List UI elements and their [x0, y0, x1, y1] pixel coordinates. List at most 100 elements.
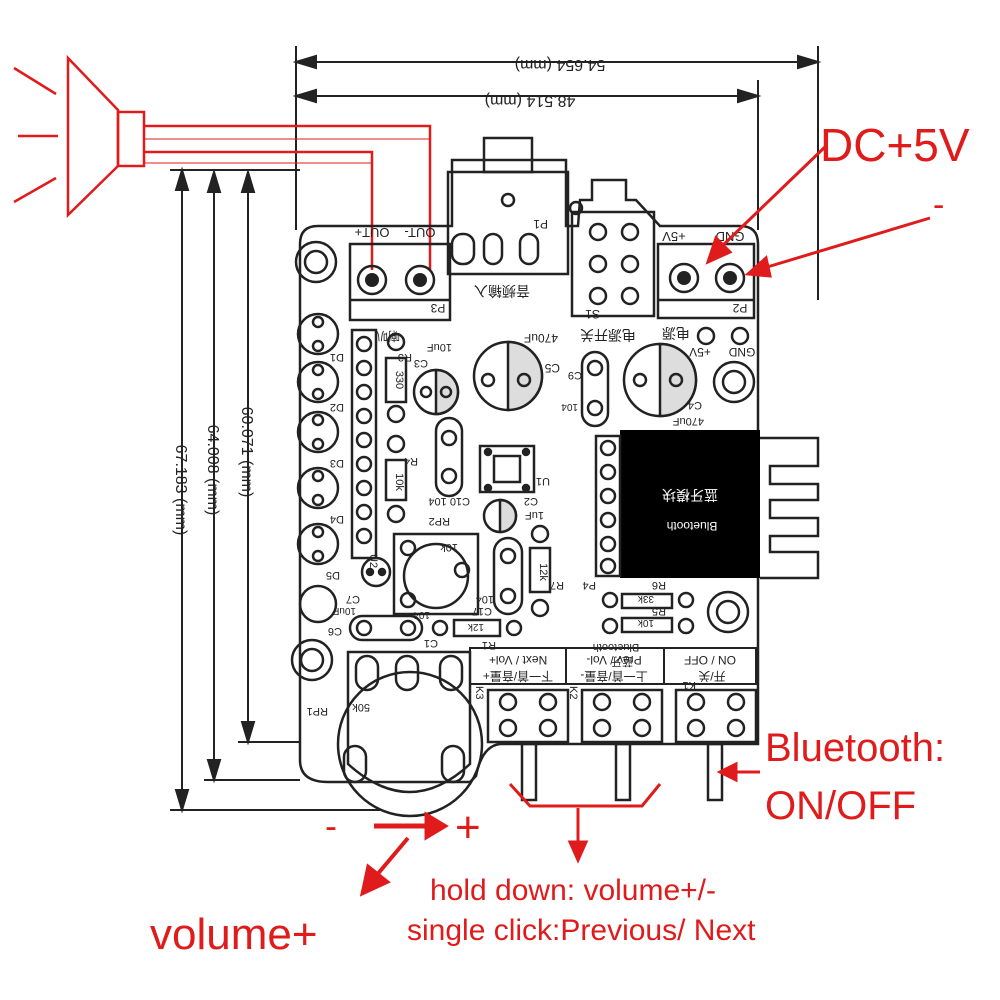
silk-audio-input: 音频输入 — [474, 283, 530, 299]
capacitor-c4 — [622, 342, 698, 418]
silk-c6: C6 — [328, 625, 342, 637]
silk-d1: D1 — [330, 351, 344, 363]
silk-k1: K1 — [683, 679, 696, 691]
silk-p3: P3 — [430, 301, 445, 315]
silk-c9-val: 104 — [561, 401, 578, 412]
silk-bt-label-cn: 蓝牙 — [611, 655, 633, 668]
bluetooth-antenna — [760, 436, 820, 580]
silk-r3: R3 — [398, 351, 412, 363]
capacitor-c10 — [434, 416, 464, 498]
resistor-r4 — [384, 434, 408, 524]
silk-r4: R4 — [404, 455, 418, 467]
dimension-lines-top — [292, 46, 822, 300]
volume-plus-label: volume+ — [150, 910, 318, 959]
silk-r3-val: 330 — [393, 371, 405, 389]
capacitor-c9 — [580, 350, 610, 428]
pcb-outline — [298, 158, 760, 784]
resistor-r3 — [384, 332, 408, 424]
p3-pin-2 — [413, 273, 427, 287]
silk-c1-val: 104 — [413, 609, 430, 620]
silk-out-plus: OUT+ — [354, 225, 389, 240]
silk-p2: P2 — [732, 301, 747, 315]
capacitor-c5 — [472, 340, 544, 412]
silk-c5-val: 470uF — [524, 331, 558, 345]
bluetooth-onoff-label: ON/OFF — [765, 784, 917, 828]
silk-rp1: RP1 — [307, 705, 328, 717]
silk-gnd-b: GND — [728, 345, 755, 359]
p2-pin-2 — [723, 271, 737, 285]
silk-r6-val: 33k — [637, 593, 654, 604]
silk-s1: S1 — [585, 307, 600, 321]
silk-bt-cn: 蓝牙模块 — [662, 487, 718, 503]
silk-out-minus: OUT- — [404, 225, 435, 240]
terminal-p2 — [656, 242, 756, 320]
silk-p1: P1 — [533, 217, 548, 231]
silk-c2-val: 1uF — [525, 509, 544, 521]
silk-d2: D2 — [330, 401, 344, 413]
switch-s1 — [568, 200, 656, 318]
p2-pin-1 — [677, 271, 691, 285]
silk-c2: C2 — [524, 495, 538, 507]
silk-k2: K2 — [567, 686, 579, 699]
potentiometer-rp1 — [336, 650, 484, 818]
silk-c17-val: 104 — [476, 593, 494, 605]
silk-c4: C4 — [688, 399, 702, 411]
silk-r4-val: 10k — [393, 473, 405, 491]
capacitor-c2 — [482, 498, 518, 534]
terminal-p3 — [348, 242, 452, 322]
silk-c3: C3 — [414, 357, 428, 369]
capacitor-c17 — [492, 536, 524, 616]
speaker-icon — [13, 54, 432, 270]
potentiometer-rp2 — [392, 532, 480, 616]
chip-u2 — [360, 556, 392, 588]
bluetooth-module — [620, 430, 760, 578]
silk-power-switch: 电源开关 — [580, 327, 636, 343]
silk-r7-val: 12k — [537, 563, 549, 581]
silk-c10: C10 104 — [428, 495, 470, 507]
silk-bt-en: Bluetooth — [667, 519, 718, 533]
dim-height-3: 60.071 (mm) — [238, 407, 255, 498]
power-pads — [696, 326, 750, 346]
silk-c7: C7 — [346, 593, 360, 605]
silk-u2: U2 — [367, 554, 379, 568]
silk-p4: P4 — [583, 579, 596, 591]
silk-rp2: RP2 — [429, 515, 450, 527]
capacitor-c3 — [412, 368, 460, 416]
silk-r1: R1 — [482, 639, 496, 651]
resistor-r6 — [601, 591, 695, 610]
audio-jack — [446, 136, 570, 276]
silk-prev: Prev / Vol- — [586, 653, 641, 667]
dim-width-total: 54.654 (mm) — [515, 56, 606, 73]
volume-minus-sign: - — [325, 805, 337, 846]
push-buttons — [486, 688, 758, 802]
silk-r1-val: 12k — [467, 621, 484, 632]
mounting-holes — [290, 240, 756, 682]
leds — [296, 312, 340, 624]
silk-c3-val: 10uF — [427, 341, 452, 353]
silk-r5-val: 10k — [637, 617, 654, 628]
chip-u1 — [478, 444, 536, 494]
silk-plus5v: +5V — [662, 229, 686, 244]
silk-rp2-val: 10k — [440, 541, 458, 553]
silk-on-off-cn: 开/关 — [698, 669, 725, 683]
dim-width-inner: 48.514 (mm) — [485, 92, 576, 109]
resistor-r1 — [431, 618, 523, 638]
capacitor-c6 — [348, 614, 424, 642]
silk-on-off: ON / OFF — [684, 653, 736, 667]
silk-next-cn: 下一首/音量+ — [483, 669, 553, 684]
silk-c5: C5 — [544, 361, 560, 375]
silk-horn: 喇叭 — [376, 329, 400, 344]
silk-c17: C17 — [472, 605, 492, 617]
silk-r7: R7 — [550, 579, 564, 591]
annotation-arrows — [359, 144, 931, 897]
dim-height-2: 64.008 (mm) — [204, 425, 221, 516]
negative-label: - — [933, 186, 945, 224]
silk-r6: R6 — [652, 579, 666, 591]
p3-pin-1 — [365, 273, 379, 287]
header-strip — [350, 328, 378, 560]
silk-c7-val: 10uF — [333, 605, 356, 616]
silk-d4: D4 — [330, 513, 344, 525]
bluetooth-label: Bluetooth: — [765, 726, 946, 770]
silk-r5: R5 — [652, 605, 666, 617]
